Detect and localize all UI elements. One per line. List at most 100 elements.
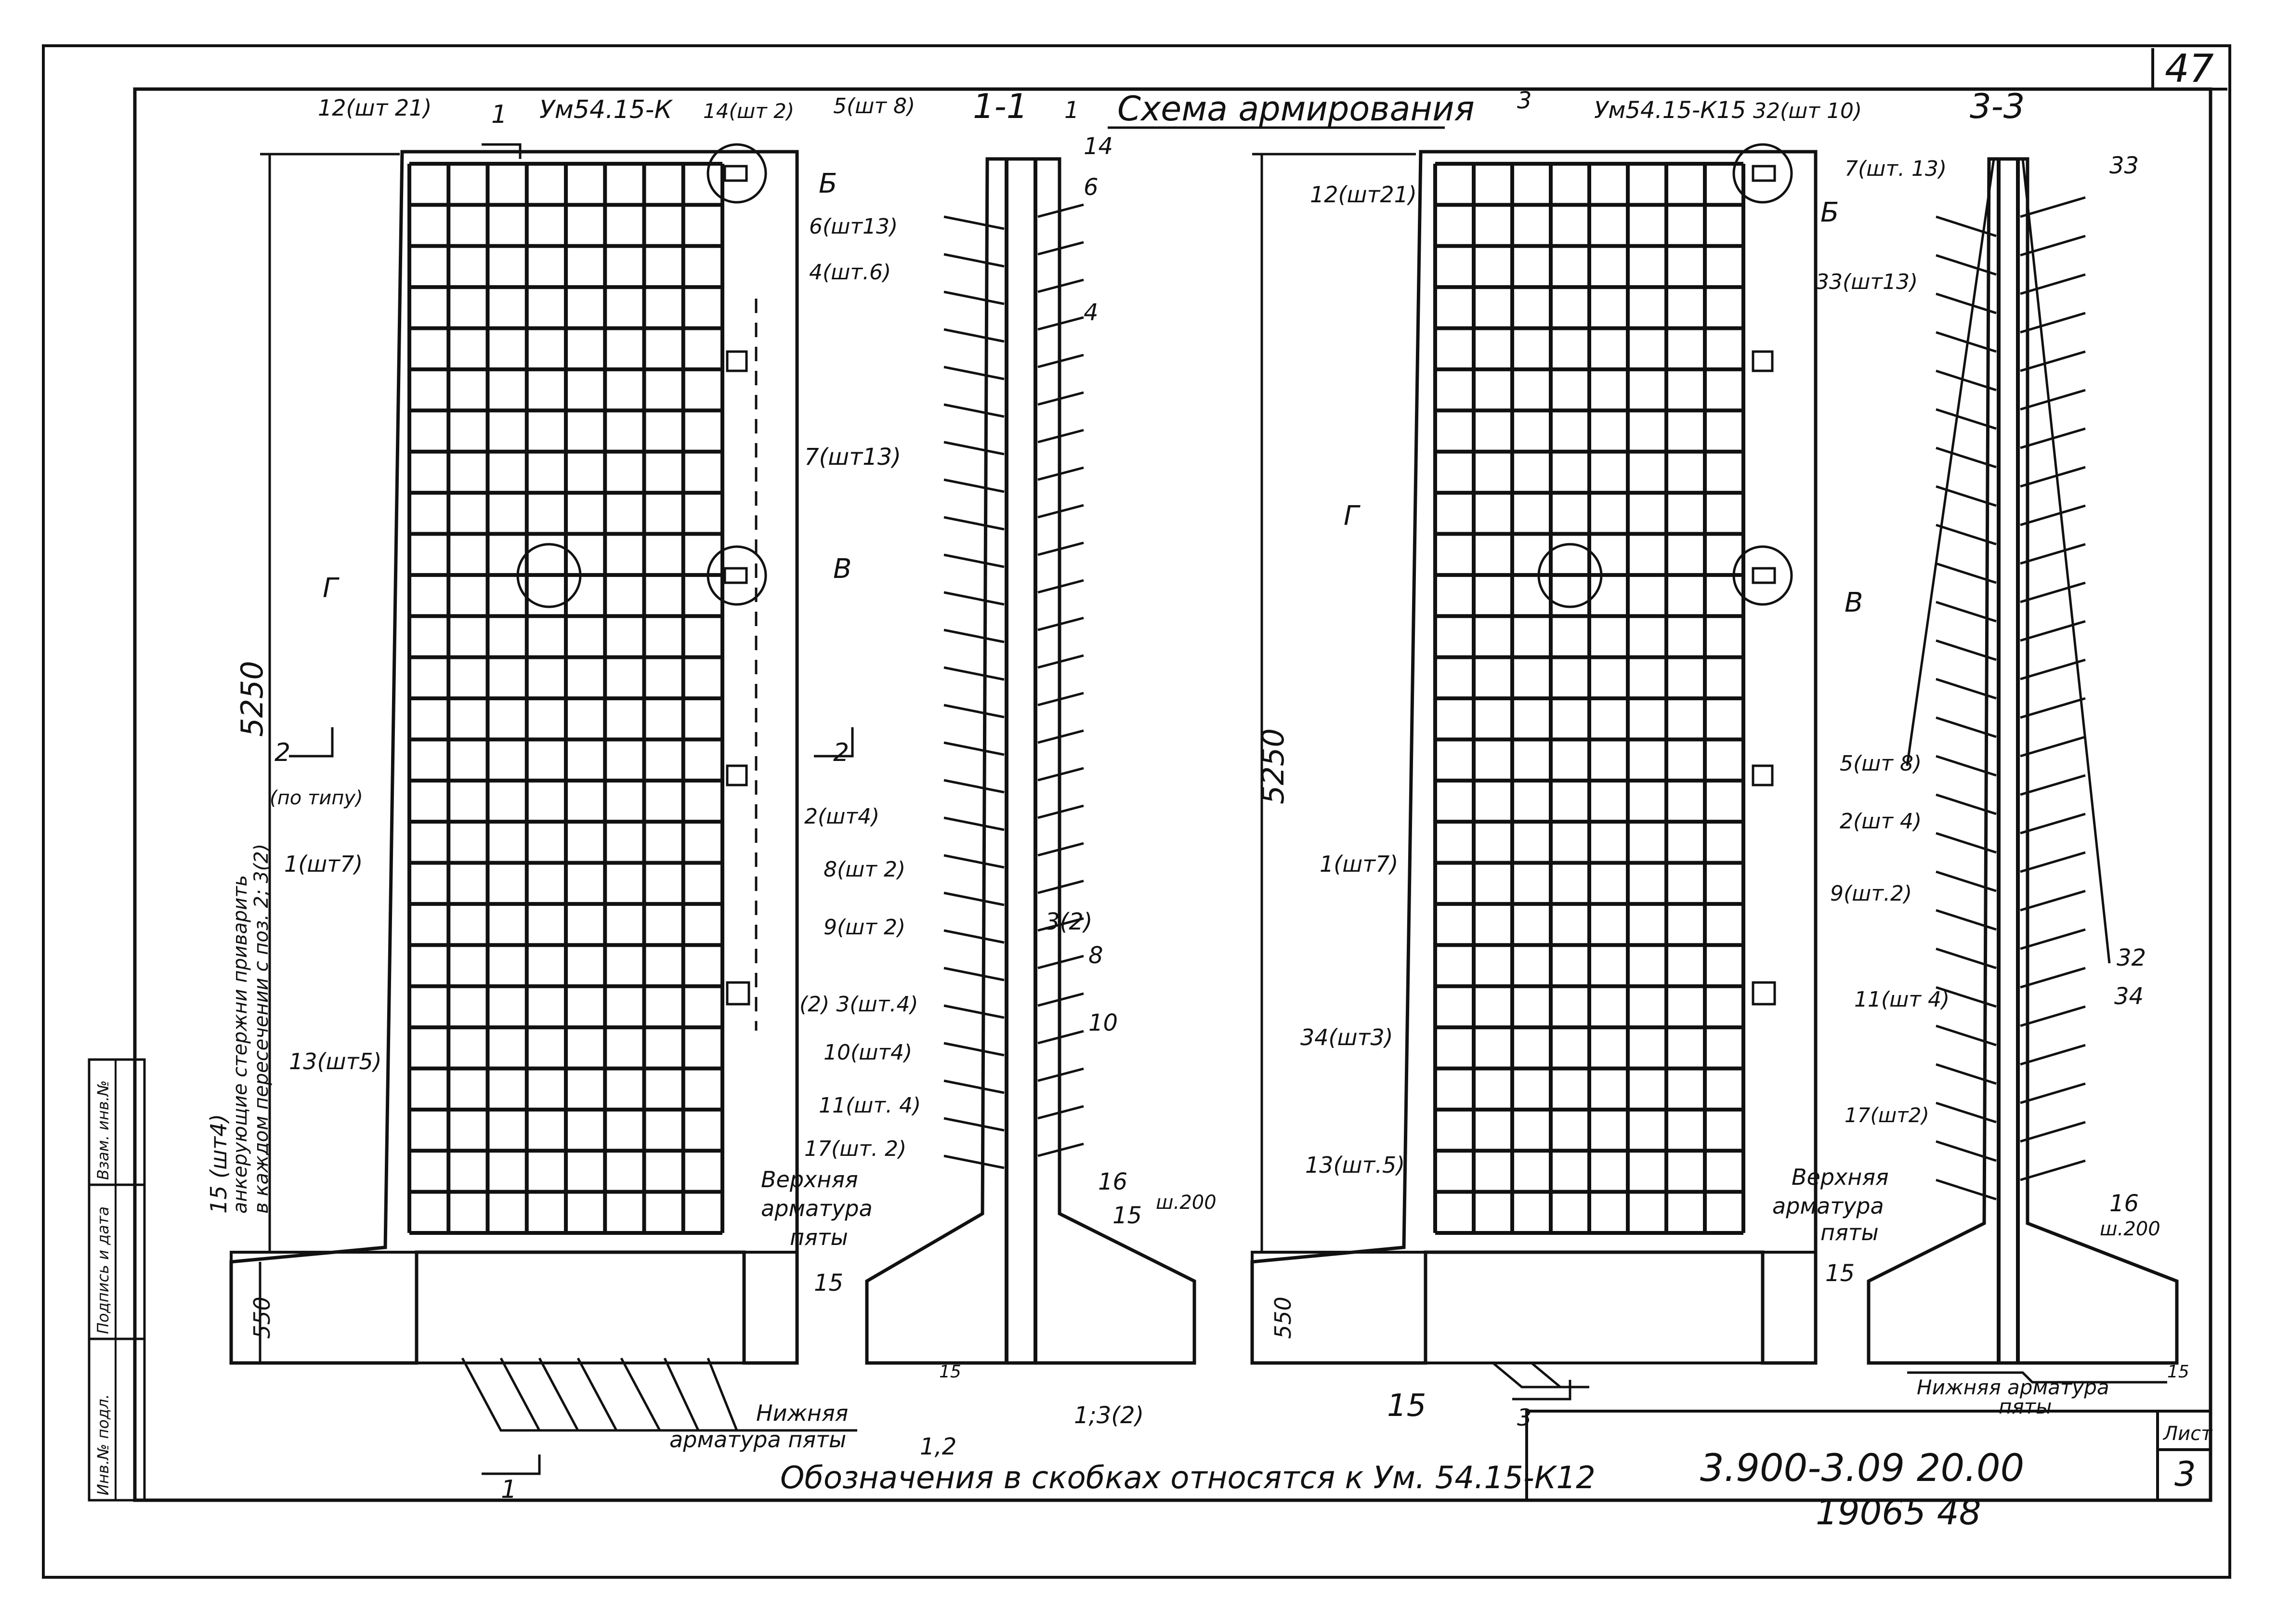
callout-8: 8(шт 2) [824,857,905,882]
sec1-label-5: 5(шт 8) [833,94,915,118]
sec1-label-6: 6 [1084,174,1099,201]
stirrup [1037,654,1084,669]
stirrup [2020,504,2086,526]
rtop-rebar-2: арматура [1772,1193,1884,1219]
stirrup [1936,601,1997,623]
stirrup [2020,543,2086,565]
sec1-label-16: 16 [1098,1168,1127,1195]
sec1-label-15c: 15 [939,1362,961,1382]
stirrup [1936,678,1997,700]
sec3-bottom-rebar-2: пяты [1999,1395,2052,1418]
stirrup [1936,1024,1997,1047]
bottom-rebar-1: Нижняя [756,1400,848,1426]
stirrup [943,366,1005,380]
stirrup [2020,928,2086,950]
sec3-label-32: 32 [2117,944,2146,971]
stirrup [1037,1105,1084,1120]
sec1-label-7: 7(шт13) [804,444,901,471]
sec3-label-34: 34 [2114,983,2144,1010]
stirrup [1037,917,1084,932]
left-cut-1-top: 1 [491,100,507,129]
stirrup [1936,1101,1997,1124]
stirrup [2020,235,2086,257]
stirrup [943,1117,1005,1132]
stirrup [2020,735,2086,758]
stirrup [1037,391,1084,406]
rcallout-15b: 15 [1387,1388,1426,1424]
sec3-step: ш.200 [2100,1218,2160,1240]
stirrup [1936,909,1997,931]
stirrup [2020,697,2086,719]
callout-13: 13(шт5) [289,1048,382,1074]
rnode-v: В [1845,587,1863,618]
sec1-label-14: 14 [1084,133,1113,160]
rcallout-12: 12(шт21) [1310,182,1417,208]
stirrup [1936,793,1997,815]
stirrup [1037,466,1084,481]
stirrup [1037,541,1084,556]
callout-11: 11(шт. 4) [819,1093,921,1118]
stirrup [1037,955,1084,969]
stirrup [2020,890,2086,912]
stirrup [2020,1005,2086,1027]
stirrup [943,967,1005,982]
stirrup [943,854,1005,869]
inventory-number: 19065 48 [1816,1492,1981,1532]
page-number: 47 [2165,46,2214,91]
top-rebar-2: арматура [761,1195,873,1221]
section-1-1-stirrups [943,203,1084,1169]
stirrup [1936,254,1997,276]
callout-4: 4(шт.6) [809,260,891,285]
rcallout-1: 1(шт7) [1320,851,1398,877]
callout-10: 10(шт4) [824,1040,912,1065]
stirrup [943,1042,1005,1057]
node-v: В [833,553,851,585]
stirrup [2020,967,2086,989]
stirrup [943,441,1005,456]
stirrup [2020,774,2086,796]
top-rebar-3: пяты [790,1224,848,1250]
stirrup [1037,579,1084,594]
stirrup [2020,466,2086,488]
node-b: Б [819,168,837,199]
stirrup [1037,879,1084,894]
rtop-rebar-1: Верхняя [1792,1164,1889,1190]
right-cut-3-top: 3 [1517,87,1532,114]
stirrup [1037,767,1084,782]
sec3-label-15: 15 [2167,1362,2189,1382]
callout-14: 14(шт 2) [703,99,794,123]
stirrup [2020,273,2086,295]
stirrup [943,215,1005,230]
stirrup [1037,692,1084,707]
section-3-3: 3-3 7(шт. 13) 33 32 34 16 ш.200 15 Нижня… [1845,87,2189,1418]
stirrup [1037,504,1084,519]
stirrup [1037,316,1084,331]
stirrup [2020,658,2086,681]
stamp-inv-orig: Инв.№ подл. [94,1394,112,1495]
rcallout-33: 33(шт13) [1816,270,1918,294]
stirrup [1037,616,1084,631]
stirrup [2020,581,2086,603]
stirrup [1037,1142,1084,1157]
top-rebar-1: Верхняя [761,1166,858,1192]
stirrup [1936,986,1997,1008]
sec1-label-32: 3(2) [1045,908,1093,935]
stirrup [1037,429,1084,444]
sec1-label-15b: 15 [814,1270,843,1297]
stirrup [1936,485,1997,507]
sec3-label-7: 7(шт. 13) [1845,157,1947,181]
stirrup [2020,389,2086,411]
rtop-rebar-3: пяты [1820,1219,1879,1245]
left-elevation: Ум54.15-К 1 1 2 2 5250 550 (по типу) анк… [206,95,921,1504]
sec1-label-13: 1;3(2) [1074,1402,1144,1429]
sec1-label-12: 1,2 [920,1433,956,1460]
stirrup [1037,1030,1084,1045]
stirrup [2020,312,2086,334]
stirrup [1936,639,1997,661]
sec3-label-33: 33 [2109,152,2139,179]
stirrup [1936,331,1997,353]
anchor-note-2: в каждом пересечении с поз. 2; 3(2) [250,844,273,1214]
rcallout-9: 9(шт.2) [1830,881,1912,906]
sheet-number: 3 [2174,1454,2196,1494]
